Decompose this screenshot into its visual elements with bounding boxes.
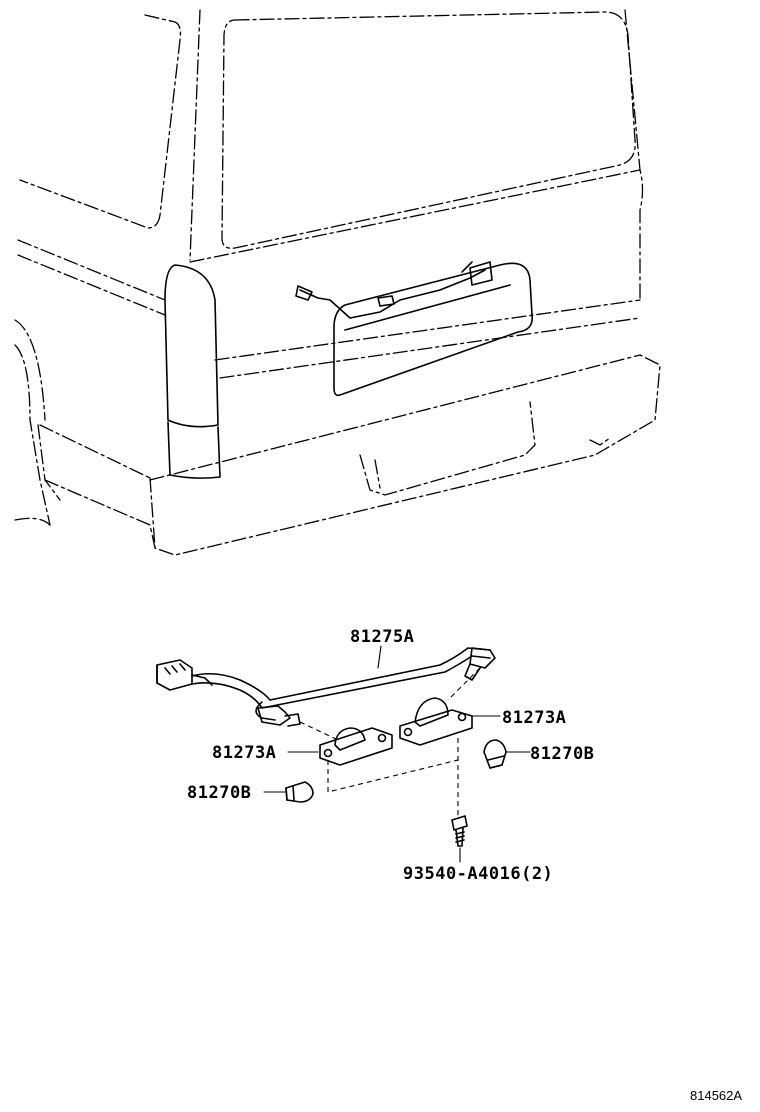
label-81270b-left: 81270B	[187, 783, 251, 803]
vehicle-rear-phantom	[14, 9, 661, 556]
screw	[451, 815, 468, 847]
exploded-parts	[156, 647, 507, 847]
bulb-left	[285, 781, 314, 803]
bulb-right	[483, 739, 507, 769]
harness-wire	[191, 647, 491, 701]
lamp-assy-right	[399, 697, 473, 746]
illustration-id: 814562A	[690, 1088, 742, 1103]
label-93540-a4016: 93540-A4016(2)	[403, 864, 553, 884]
harness-connector	[156, 659, 213, 691]
harness-wire	[191, 655, 491, 709]
label-81273a-left: 81273A	[212, 743, 276, 763]
label-81273a-right: 81273A	[502, 708, 566, 728]
label-81270b-right: 81270B	[530, 744, 594, 764]
label-81275a: 81275A	[350, 627, 414, 647]
leader-lines	[263, 645, 531, 863]
lamp-assy-left	[319, 727, 393, 766]
